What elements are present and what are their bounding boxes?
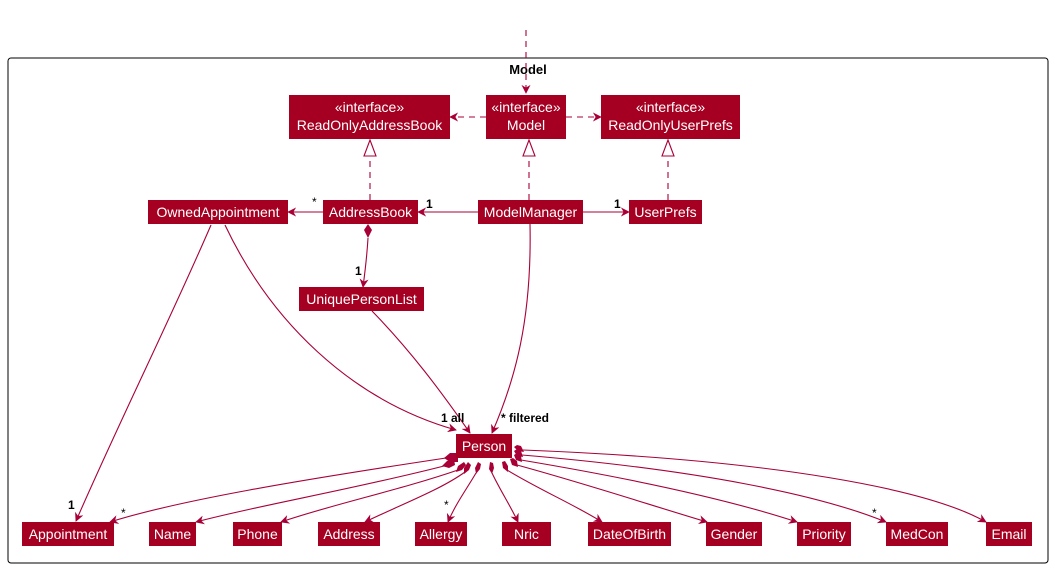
nric-label: Nric (514, 526, 539, 542)
mult-person-all: 1 all (441, 411, 464, 425)
email-label: Email (991, 526, 1026, 542)
mult-appointment-many: * (121, 506, 126, 520)
comp-person-medcon (521, 454, 887, 524)
gender-class-node[interactable]: Gender (706, 522, 762, 546)
readonlyuserprefs-name: ReadOnlyUserPrefs (608, 117, 733, 133)
mult-ownedappointment-many: * (312, 195, 317, 209)
mult-appointment-one: 1 (68, 498, 75, 512)
mult-uniquepersonlist-one: 1 (355, 264, 362, 278)
email-class-node[interactable]: Email (986, 522, 1032, 546)
assoc-modelmanager-person-filtered (491, 223, 531, 434)
phone-class-node[interactable]: Phone (233, 522, 282, 546)
nric-class-node[interactable]: Nric (502, 522, 551, 546)
comp-person-email (522, 449, 987, 523)
readonlyuserprefs-interface-node[interactable]: «interface» ReadOnlyUserPrefs (601, 95, 740, 139)
assoc-uniquepersonlist-person (371, 310, 471, 434)
comp-person-allergy (446, 472, 477, 523)
assoc-ownedappointment-person (224, 224, 457, 433)
mult-medcon-many: * (872, 506, 877, 520)
medcon-label: MedCon (891, 526, 944, 542)
person-label: Person (462, 438, 506, 454)
appointment-class-node[interactable]: Appointment (22, 522, 114, 546)
comp-person-nric (491, 472, 519, 523)
readonlyaddressbook-interface-node[interactable]: «interface» ReadOnlyAddressBook (289, 95, 450, 139)
comp-person-dateofbirth (506, 469, 603, 523)
userprefs-class-node[interactable]: UserPrefs (629, 200, 702, 224)
allergy-class-node[interactable]: Allergy (415, 522, 467, 546)
ownedappointment-class-node[interactable]: OwnedAppointment (148, 200, 288, 224)
comp-person-address (364, 471, 466, 523)
readonlyaddressbook-name: ReadOnlyAddressBook (297, 117, 444, 133)
mult-person-filtered: * filtered (501, 411, 549, 425)
model-name: Model (507, 117, 545, 133)
comp-person-gender (516, 464, 708, 524)
comp-person-phone (280, 469, 459, 524)
dateofbirth-label: DateOfBirth (593, 526, 666, 542)
address-class-node[interactable]: Address (318, 522, 380, 546)
address-label: Address (323, 526, 374, 542)
priority-class-node[interactable]: Priority (797, 522, 851, 546)
dateofbirth-class-node[interactable]: DateOfBirth (588, 522, 671, 546)
readonlyuserprefs-stereotype: «interface» (636, 99, 705, 115)
name-label: Name (154, 526, 192, 542)
readonlyaddressbook-stereotype: «interface» (335, 99, 404, 115)
priority-label: Priority (802, 526, 846, 542)
realization-modelmanager (522, 138, 536, 200)
person-compositions (109, 445, 987, 525)
allergy-label: Allergy (420, 526, 463, 542)
person-class-node[interactable]: Person (456, 434, 512, 458)
realization-addressbook (363, 138, 377, 200)
comp-person-priority (520, 459, 798, 524)
model-package-frame (7, 57, 1049, 564)
modelmanager-class-node[interactable]: ModelManager (478, 200, 583, 224)
uniquepersonlist-class-node[interactable]: UniquePersonList (299, 287, 424, 311)
assoc-ownedappointment-appointment (75, 224, 212, 522)
comp-person-appointment (109, 457, 447, 524)
modelmanager-label: ModelManager (484, 204, 578, 220)
realization-userprefs (661, 138, 675, 200)
package-title: Model (509, 62, 547, 77)
composition-addressbook-uniquepersonlist (359, 224, 372, 288)
userprefs-label: UserPrefs (634, 204, 696, 220)
addressbook-class-node[interactable]: AddressBook (323, 200, 418, 224)
appointment-label: Appointment (29, 526, 108, 542)
mult-allergy-many: * (444, 498, 449, 512)
phone-label: Phone (237, 526, 278, 542)
uniquepersonlist-label: UniquePersonList (306, 291, 417, 307)
mult-userprefs-one: 1 (614, 197, 621, 211)
model-interface-node[interactable]: «interface» Model (486, 95, 566, 139)
model-stereotype: «interface» (491, 99, 560, 115)
medcon-class-node[interactable]: MedCon (886, 522, 948, 546)
gender-label: Gender (711, 526, 758, 542)
name-class-node[interactable]: Name (149, 522, 196, 546)
mult-addressbook-one: 1 (426, 197, 433, 211)
comp-person-name (195, 465, 445, 525)
addressbook-label: AddressBook (329, 204, 413, 220)
ownedappointment-label: OwnedAppointment (157, 204, 280, 220)
